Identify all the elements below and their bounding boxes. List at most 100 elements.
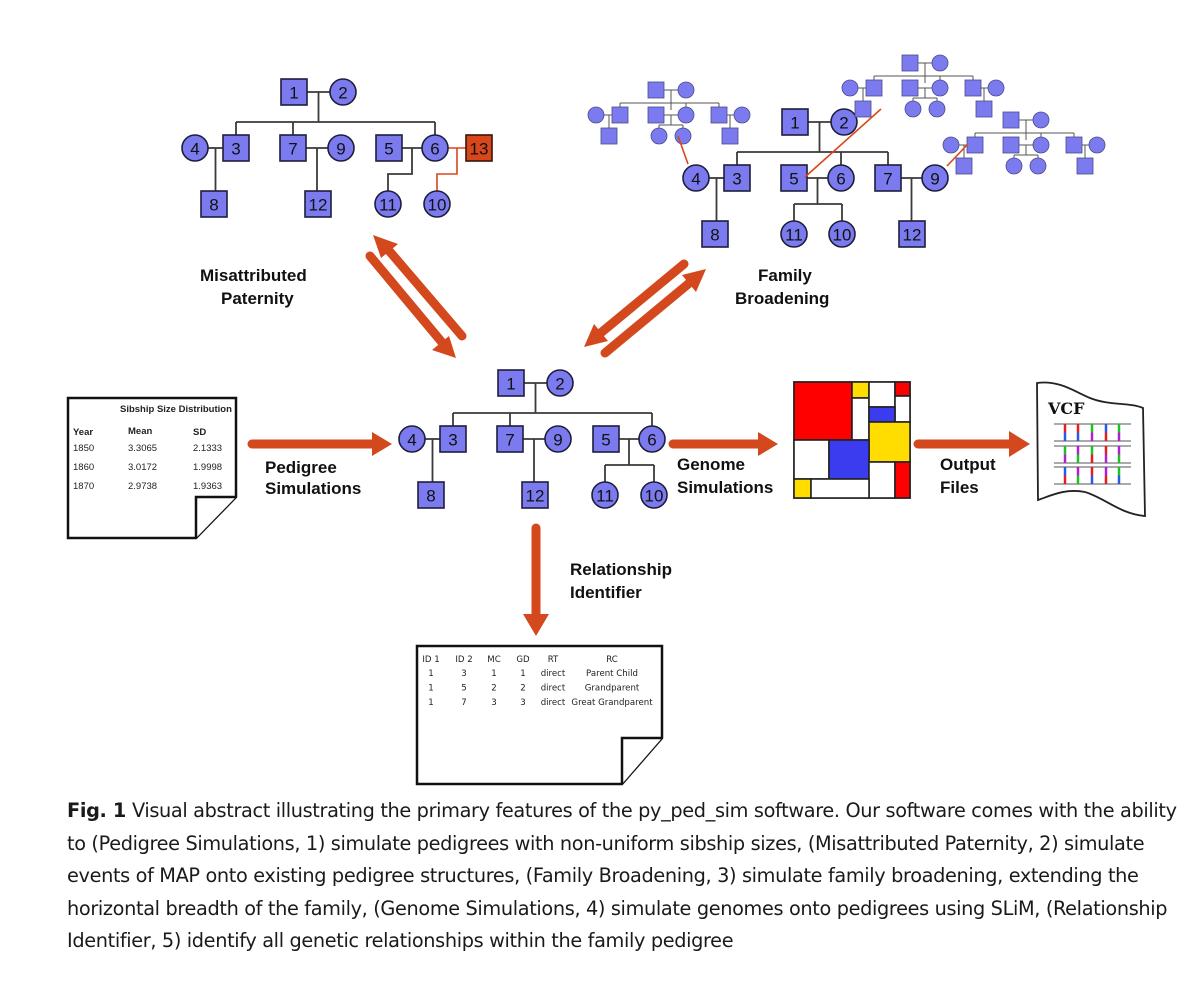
relationship-cell: 7 — [461, 698, 466, 708]
label-family-broadening-2: Broadening — [735, 289, 829, 308]
map-arrow-out — [373, 235, 467, 341]
pedigree-node-10-circle: 10 — [423, 190, 451, 218]
mini-node-circle — [587, 106, 605, 124]
mini-node-circle — [674, 127, 692, 145]
sibship-cell: 3.3065 — [128, 443, 157, 454]
broadening-extra-families — [587, 54, 1106, 178]
pedigree-node-12-square: 12 — [304, 190, 332, 218]
relationship-cell: 1 — [428, 684, 433, 694]
relationship-header: ID 1 — [422, 655, 439, 665]
pedigree-node-6-circle: 6 — [827, 164, 855, 192]
pedigree-node-4-circle: 4 — [682, 164, 710, 192]
node-label: 4 — [190, 140, 199, 159]
node-label: 9 — [336, 140, 345, 159]
mosaic-block-red-bottom — [894, 461, 911, 499]
output-files-arrow — [913, 431, 1030, 457]
pedigree-node-5-square: 5 — [592, 425, 620, 453]
mosaic-block-blue-small — [868, 406, 896, 423]
mini-node-circle — [1032, 111, 1050, 129]
relationship-cell: 2 — [491, 684, 496, 694]
pedigree-node-12-square: 12 — [898, 220, 926, 248]
pedigree-node-8-square: 8 — [417, 481, 445, 509]
pedigree-node-12-square: 12 — [521, 481, 549, 509]
relationship-cell: 2 — [520, 684, 525, 694]
pedigree-node-7-square: 7 — [279, 134, 307, 162]
mini-node-square — [647, 81, 665, 99]
figure-label: Fig. 1 — [67, 799, 126, 822]
pedigree-node-8-square: 8 — [701, 220, 729, 248]
relationship-cell: Grandparent — [585, 684, 640, 694]
relationship-cell: 3 — [461, 669, 466, 679]
node-label: 1 — [289, 84, 298, 103]
relationship-cell: 5 — [461, 684, 466, 694]
mini-node-square — [865, 79, 883, 97]
label-misattributed-paternity-1: Misattributed — [200, 266, 307, 285]
pedigree-node-8-square: 8 — [200, 190, 228, 218]
node-label: 8 — [426, 487, 435, 506]
relationship-header: RT — [548, 655, 559, 665]
node-label: 2 — [555, 375, 564, 394]
node-label: 4 — [407, 431, 416, 450]
relationship-header: RC — [606, 655, 618, 665]
mini-node-circle — [942, 136, 960, 154]
mini-node-circle — [987, 79, 1005, 97]
sibship-header-sd: SD — [193, 427, 206, 438]
visual-abstract-figure: Misattributed Paternity Family Broadenin… — [66, 54, 1146, 786]
sibship-distribution-document: Sibship Size Distribution Year Mean SD 1… — [66, 396, 238, 540]
node-label: 10 — [645, 487, 664, 506]
mosaic-block-red-large — [793, 381, 853, 441]
node-label: 6 — [836, 170, 845, 189]
node-label: 8 — [710, 226, 719, 245]
arrows — [247, 235, 1030, 636]
mini-node-circle — [1088, 136, 1106, 154]
node-label: 2 — [839, 114, 848, 133]
caption-text: Visual abstract illustrating the primary… — [67, 799, 1177, 952]
label-family-broadening-1: Family — [758, 266, 812, 285]
mini-node-circle — [928, 100, 946, 118]
label-genome-simulations-1: Genome — [677, 455, 745, 474]
pedigree-node-10-circle: 10 — [640, 481, 668, 509]
mini-node-circle — [677, 106, 695, 124]
relationship-header: MC — [487, 655, 500, 665]
pedigree-node-7-square: 7 — [874, 164, 902, 192]
pedigree-node-1-square: 1 — [781, 108, 809, 136]
node-label: 10 — [428, 196, 447, 215]
mini-node-circle — [733, 106, 751, 124]
node-label: 9 — [553, 431, 562, 450]
sibship-cell: 3.0172 — [128, 462, 157, 473]
relationship-cell: 1 — [428, 669, 433, 679]
pedigree-node-5-square: 5 — [780, 164, 808, 192]
sibship-cell: 1.9363 — [193, 481, 222, 492]
label-pedigree-simulations-1: Pedigree — [265, 458, 337, 477]
mini-node-square — [600, 127, 618, 145]
broadening-link — [946, 143, 969, 167]
pedigree-edge — [387, 148, 413, 191]
pedigree-node-11-circle: 11 — [780, 220, 808, 248]
label-output-files-1: Output — [940, 455, 996, 474]
mini-node-square — [1065, 136, 1083, 154]
relationship-header: GD — [516, 655, 530, 665]
mini-node-circle — [904, 100, 922, 118]
node-label: 3 — [448, 431, 457, 450]
broadening-link — [804, 108, 882, 178]
mini-node-square — [721, 127, 739, 145]
pedigree-simulations-arrow — [247, 432, 392, 456]
pedigree-node-4-circle: 4 — [398, 425, 426, 453]
mini-node-square — [901, 54, 919, 72]
node-label: 3 — [231, 140, 240, 159]
relationship-cell: 3 — [491, 698, 496, 708]
pedigree-node-3-square: 3 — [439, 425, 467, 453]
pedigree-node-13-square: 13 — [465, 134, 493, 162]
mini-node-square — [964, 79, 982, 97]
mosaic-block-blue-large — [828, 439, 870, 480]
pedigree-node-6-circle: 6 — [638, 425, 666, 453]
step-labels: Misattributed Paternity Family Broadenin… — [200, 266, 996, 602]
relationship-cell: direct — [541, 698, 566, 708]
node-label: 3 — [732, 170, 741, 189]
relationship-cell: Great Grandparent — [571, 698, 653, 708]
mini-node-square — [647, 106, 665, 124]
